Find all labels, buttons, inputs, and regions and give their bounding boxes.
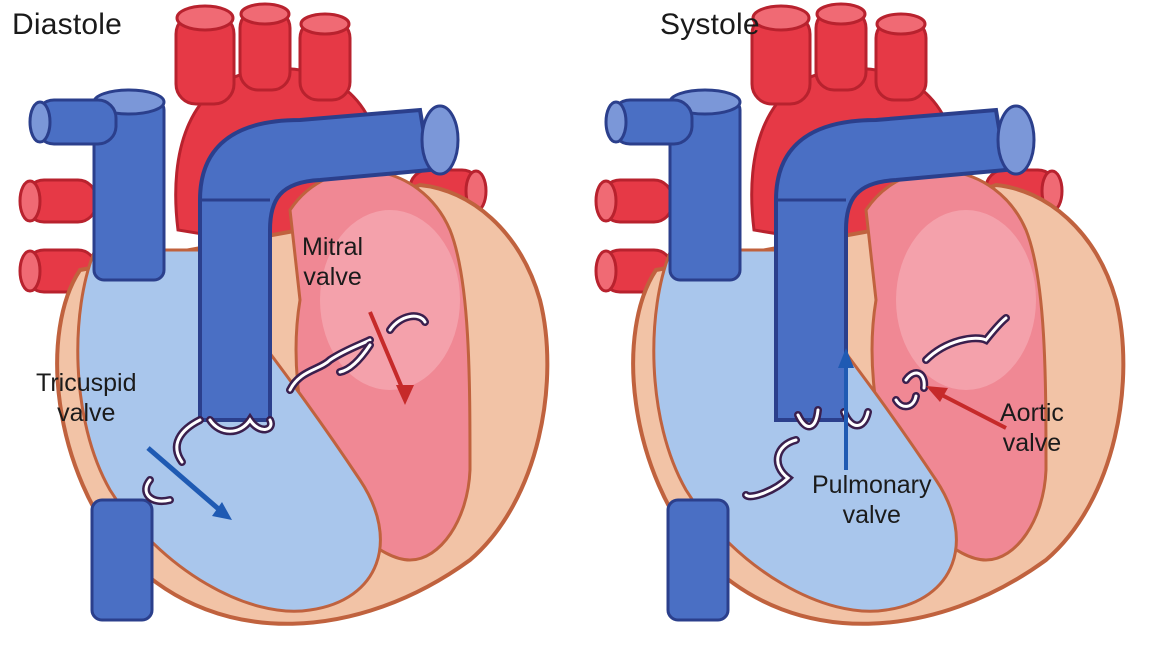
aortic-valve-label: Aortic valve <box>1000 398 1064 458</box>
pulmonary-valve-label-line1: Pulmonary <box>812 470 932 500</box>
tricuspid-valve-label: Tricuspid valve <box>36 368 137 428</box>
systole-heart-diagram <box>576 0 1152 666</box>
systole-panel: Systole Aortic valve Pulmonary valve <box>576 0 1152 666</box>
aortic-valve-label-line1: Aortic <box>1000 398 1064 428</box>
pulmonary-valve-label-line2: valve <box>812 500 932 530</box>
diastole-panel: Diastole Mitral valve Tricuspid valve <box>0 0 576 666</box>
mitral-valve-label-line2: valve <box>302 262 363 292</box>
tricuspid-valve-label-line1: Tricuspid <box>36 368 137 398</box>
mitral-valve-label: Mitral valve <box>302 232 363 292</box>
systole-title: Systole <box>660 8 760 42</box>
aortic-valve-label-line2: valve <box>1000 428 1064 458</box>
tricuspid-valve-label-line2: valve <box>36 398 137 428</box>
pulmonary-valve-label: Pulmonary valve <box>812 470 932 530</box>
diastole-heart-diagram <box>0 0 576 666</box>
mitral-valve-label-line1: Mitral <box>302 232 363 262</box>
diastole-title: Diastole <box>12 8 122 42</box>
